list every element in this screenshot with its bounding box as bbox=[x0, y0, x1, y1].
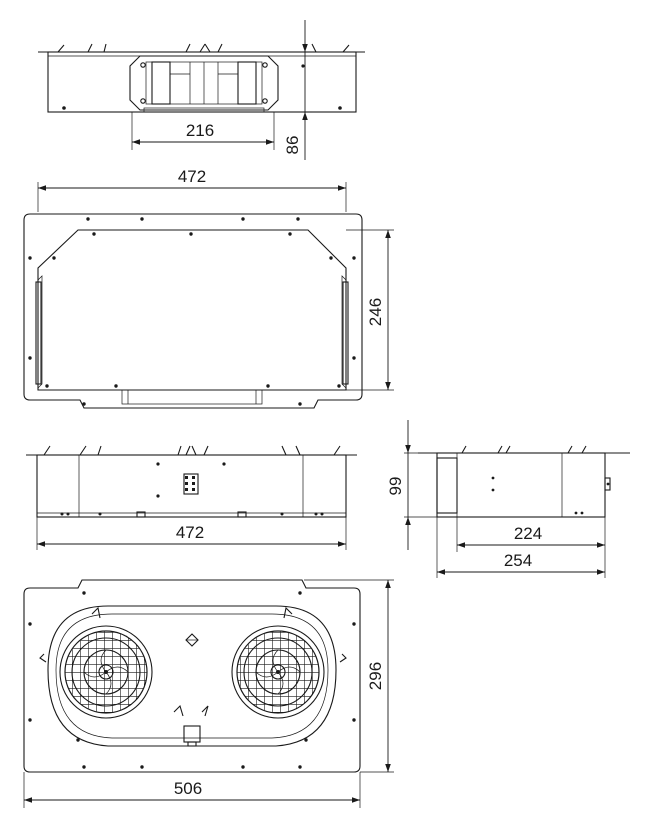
bottom-dimension-506-label: 506 bbox=[174, 779, 202, 798]
bottom-dimension-506: 506 bbox=[24, 779, 360, 803]
side-view bbox=[404, 445, 630, 578]
plan-view bbox=[23, 213, 363, 409]
side-dimension-224: 224 bbox=[457, 524, 605, 548]
side-dimension-224-label: 224 bbox=[514, 524, 542, 543]
front-dimension-472: 472 bbox=[37, 523, 346, 547]
dimension-216: 216 bbox=[132, 121, 274, 145]
bottom-dimension-296-label: 296 bbox=[366, 662, 385, 690]
plan-dimension-246-label: 246 bbox=[366, 298, 385, 326]
plan-dimension-472-label: 472 bbox=[178, 167, 206, 186]
bottom-holes bbox=[28, 591, 356, 769]
plan-dimension-246: 246 bbox=[346, 229, 394, 391]
dimension-86: 86 bbox=[283, 20, 308, 160]
side-dimension-99: 99 bbox=[386, 420, 411, 550]
front-dimension-472-label: 472 bbox=[176, 523, 204, 542]
dimension-216-label: 216 bbox=[186, 121, 214, 140]
side-dimension-254-label: 254 bbox=[504, 551, 532, 570]
side-dimension-99-label: 99 bbox=[386, 477, 405, 496]
bottom-view bbox=[23, 579, 394, 808]
side-dimension-254: 254 bbox=[437, 551, 605, 575]
fan-left bbox=[59, 625, 153, 719]
plan-dimension-472: 472 bbox=[37, 167, 347, 212]
bottom-dimension-296: 296 bbox=[366, 580, 391, 772]
front-view bbox=[26, 445, 357, 550]
plan-holes bbox=[28, 217, 356, 406]
dimension-86-label: 86 bbox=[283, 136, 302, 155]
fan-right bbox=[231, 625, 325, 719]
